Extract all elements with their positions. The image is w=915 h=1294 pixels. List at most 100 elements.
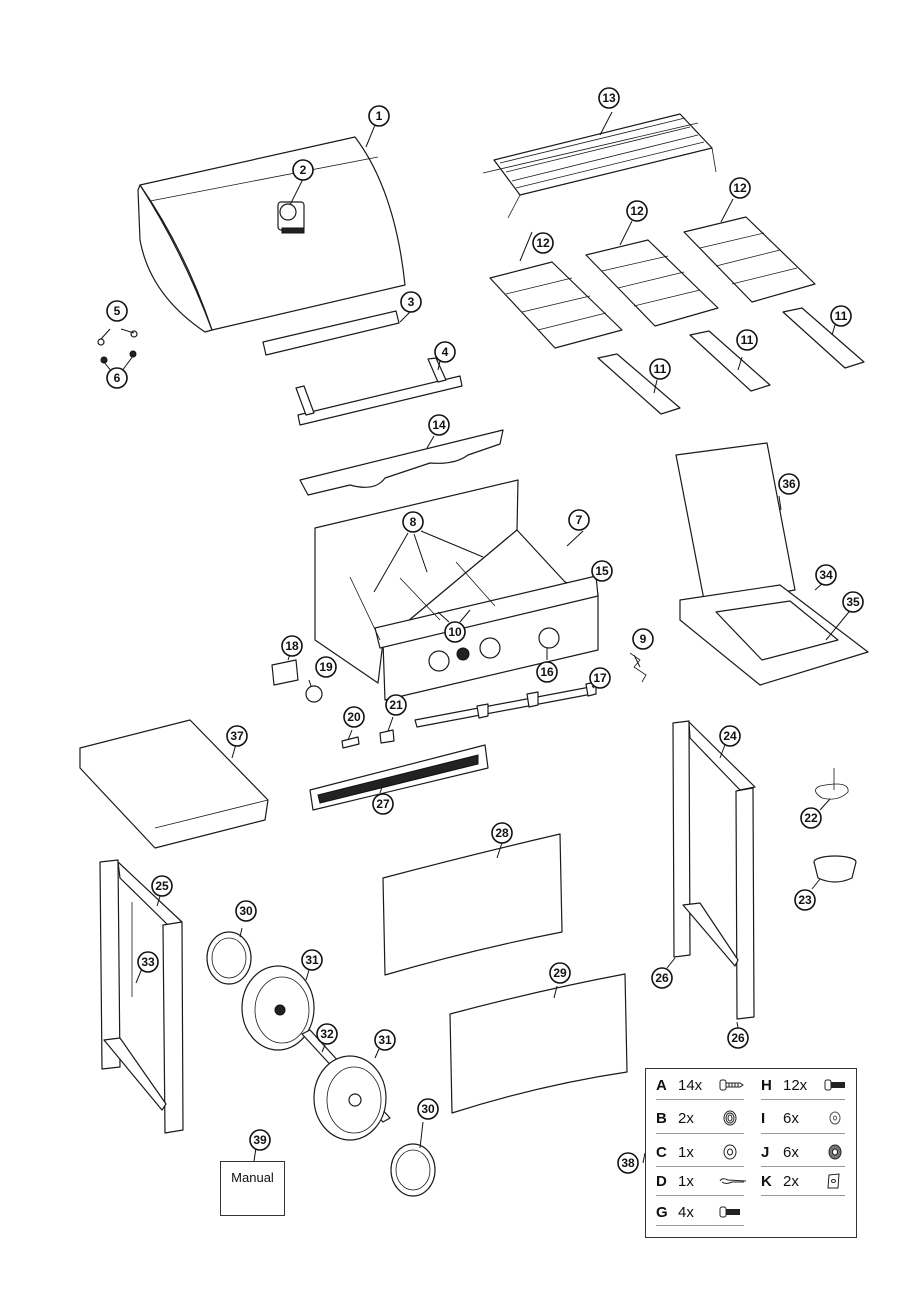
callout-12b: 12 [626, 200, 648, 222]
svg-text:23: 23 [798, 893, 812, 907]
cotter-pin-icon [719, 1178, 747, 1184]
callout-38: 38 [617, 1152, 639, 1174]
callout-12a: 12 [532, 232, 554, 254]
svg-text:11: 11 [654, 362, 667, 376]
svg-text:13: 13 [602, 91, 616, 105]
washer-icon [723, 1144, 737, 1160]
callout-19: 19 [315, 656, 337, 678]
svg-text:12: 12 [733, 181, 747, 195]
manual-booklet: Manual [220, 1161, 285, 1216]
gas-manifold-part [414, 681, 597, 728]
callout-21: 21 [385, 694, 407, 716]
handle-heat-shield-part [262, 310, 400, 356]
callout-16: 16 [536, 661, 558, 683]
callout-13: 13 [598, 87, 620, 109]
svg-text:9: 9 [640, 632, 647, 646]
svg-text:33: 33 [141, 955, 155, 969]
svg-text:36: 36 [782, 477, 796, 491]
legend-divider [761, 1133, 845, 1134]
callout-8: 8 [402, 511, 424, 533]
svg-text:37: 37 [230, 729, 244, 743]
left-side-shelf-part [79, 719, 269, 849]
svg-text:31: 31 [305, 953, 319, 967]
callout-31b: 31 [374, 1029, 396, 1051]
callout-22: 22 [800, 807, 822, 829]
callout-36: 36 [778, 473, 800, 495]
callout-24: 24 [719, 725, 741, 747]
wheel-right-part [313, 1055, 387, 1141]
callout-29: 29 [549, 962, 571, 984]
electrode-part [629, 652, 647, 683]
svg-text:5: 5 [114, 304, 121, 318]
svg-text:26: 26 [655, 971, 669, 985]
thick-washer-icon [723, 1110, 737, 1126]
svg-text:15: 15 [595, 564, 609, 578]
callout-26b: 26 [727, 1027, 749, 1049]
legend-divider [656, 1225, 744, 1226]
legend-divider [656, 1099, 744, 1100]
callout-34: 34 [815, 564, 837, 586]
igniter-button-part [305, 685, 323, 703]
svg-text:30: 30 [239, 904, 253, 918]
flame-tamers-part [597, 307, 865, 415]
svg-text:29: 29 [553, 966, 567, 980]
callout-20: 20 [343, 706, 365, 728]
callout-7: 7 [568, 509, 590, 531]
callout-15: 15 [591, 560, 613, 582]
callout-31a: 31 [301, 949, 323, 971]
callout-37: 37 [226, 725, 248, 747]
igniter-module-part [271, 659, 299, 686]
svg-text:31: 31 [378, 1033, 392, 1047]
right-leg-frame-part [672, 720, 756, 1020]
svg-text:11: 11 [835, 309, 848, 323]
callout-35: 35 [842, 591, 864, 613]
svg-text:3: 3 [408, 295, 415, 309]
callout-1: 1 [368, 105, 390, 127]
bolt-icon [824, 1079, 845, 1091]
svg-text:24: 24 [723, 729, 737, 743]
firebox-part [314, 479, 599, 701]
callout-11a: 11 [649, 358, 671, 380]
wheel-left-part [241, 965, 315, 1051]
warming-rack-part [482, 113, 717, 219]
svg-text:12: 12 [536, 236, 550, 250]
legend-divider [761, 1166, 845, 1167]
grease-cup-part [813, 855, 857, 883]
svg-text:22: 22 [804, 811, 818, 825]
callout-25: 25 [151, 875, 173, 897]
svg-text:25: 25 [155, 879, 169, 893]
lid-handle-part [295, 357, 463, 426]
callout-3: 3 [400, 291, 422, 313]
callout-6: 6 [106, 367, 128, 389]
svg-text:38: 38 [621, 1156, 635, 1170]
svg-text:32: 32 [320, 1027, 334, 1041]
legend-divider [656, 1195, 744, 1196]
bolt-icon [719, 1206, 740, 1218]
svg-text:12: 12 [630, 204, 644, 218]
manual-label: Manual [231, 1170, 274, 1185]
connector-part [379, 729, 395, 744]
svg-text:7: 7 [576, 513, 583, 527]
callout-32: 32 [316, 1023, 338, 1045]
svg-text:28: 28 [495, 826, 509, 840]
hubcap-left-part [206, 931, 252, 985]
svg-text:21: 21 [389, 698, 403, 712]
svg-text:27: 27 [376, 797, 390, 811]
callout-23: 23 [794, 889, 816, 911]
svg-text:1: 1 [376, 109, 383, 123]
callout-30a: 30 [235, 900, 257, 922]
callout-2: 2 [292, 159, 314, 181]
grease-cup-hanger-part [815, 768, 849, 800]
svg-text:8: 8 [410, 515, 417, 529]
gas-inlet-part [341, 736, 360, 749]
legend-divider [656, 1133, 744, 1134]
svg-text:10: 10 [448, 625, 462, 639]
cooking-grates-part [489, 216, 816, 349]
